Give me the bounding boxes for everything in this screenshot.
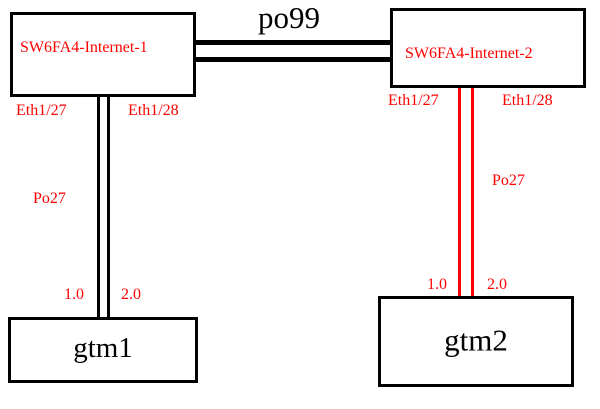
right-eth28-port-label: Eth1/28	[502, 92, 553, 109]
left-subinterface2-label: 2.0	[121, 286, 141, 303]
right-subinterface1-label: 1.0	[427, 276, 447, 293]
left-portchannel-label: Po27	[33, 190, 66, 207]
trunk-link-line-bottom	[196, 57, 390, 62]
right-subinterface2-label: 2.0	[487, 276, 507, 293]
switch1-node: SW6FA4-Internet-1	[10, 12, 196, 97]
switch2-label: SW6FA4-Internet-2	[405, 45, 533, 62]
switch2-node: SW6FA4-Internet-2	[390, 8, 586, 88]
right-link-line-2	[471, 88, 474, 296]
gtm2-node: gtm2	[378, 296, 574, 387]
left-link-line-1	[97, 97, 100, 317]
right-link-line-1	[458, 88, 461, 296]
right-portchannel-label: Po27	[492, 172, 525, 189]
left-subinterface1-label: 1.0	[64, 286, 84, 303]
gtm1-node: gtm1	[8, 317, 198, 383]
trunk-link-line-top	[196, 40, 390, 45]
gtm2-label: gtm2	[444, 322, 508, 358]
right-eth27-port-label: Eth1/27	[388, 92, 439, 109]
left-link-line-2	[107, 97, 110, 317]
switch1-label: SW6FA4-Internet-1	[20, 39, 148, 56]
left-eth28-port-label: Eth1/28	[128, 102, 179, 119]
left-eth27-port-label: Eth1/27	[16, 102, 67, 119]
gtm1-label: gtm1	[73, 332, 133, 365]
trunk-portchannel-label: po99	[258, 0, 320, 35]
